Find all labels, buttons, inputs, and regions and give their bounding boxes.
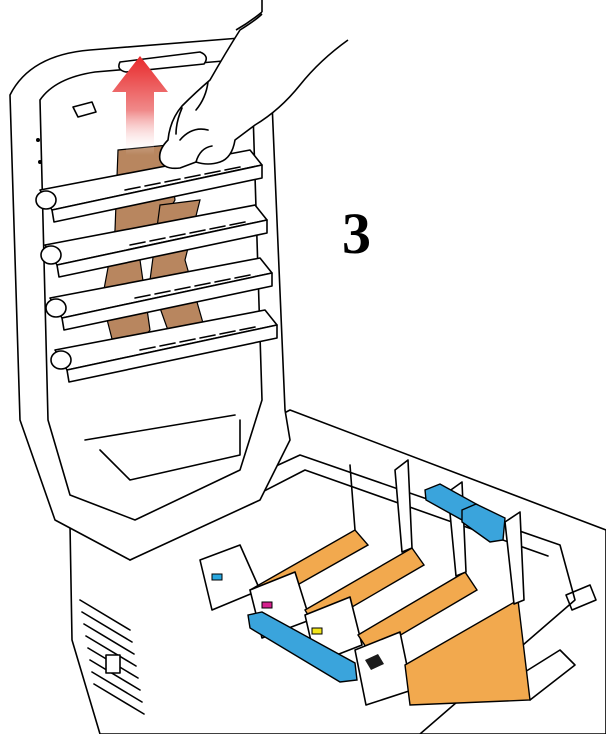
cover-latch-tab [72,101,97,118]
arrow-up-icon [112,56,168,155]
led-head-3 [45,257,273,331]
toner-yellow-swatch [311,627,323,635]
hand-icon [158,0,349,170]
led-head-2 [40,204,268,278]
side-latch [105,654,121,674]
lock-lever-front [247,611,358,683]
toner-cyan-swatch [211,573,223,581]
toner-black-swatch [365,654,384,670]
led-head-4 [50,309,278,383]
cartridge-black [354,511,531,706]
lock-lever-back-2 [461,503,506,543]
cartridges [199,459,531,706]
step-number: 3 [342,201,371,266]
toner-magenta-swatch [261,601,273,609]
